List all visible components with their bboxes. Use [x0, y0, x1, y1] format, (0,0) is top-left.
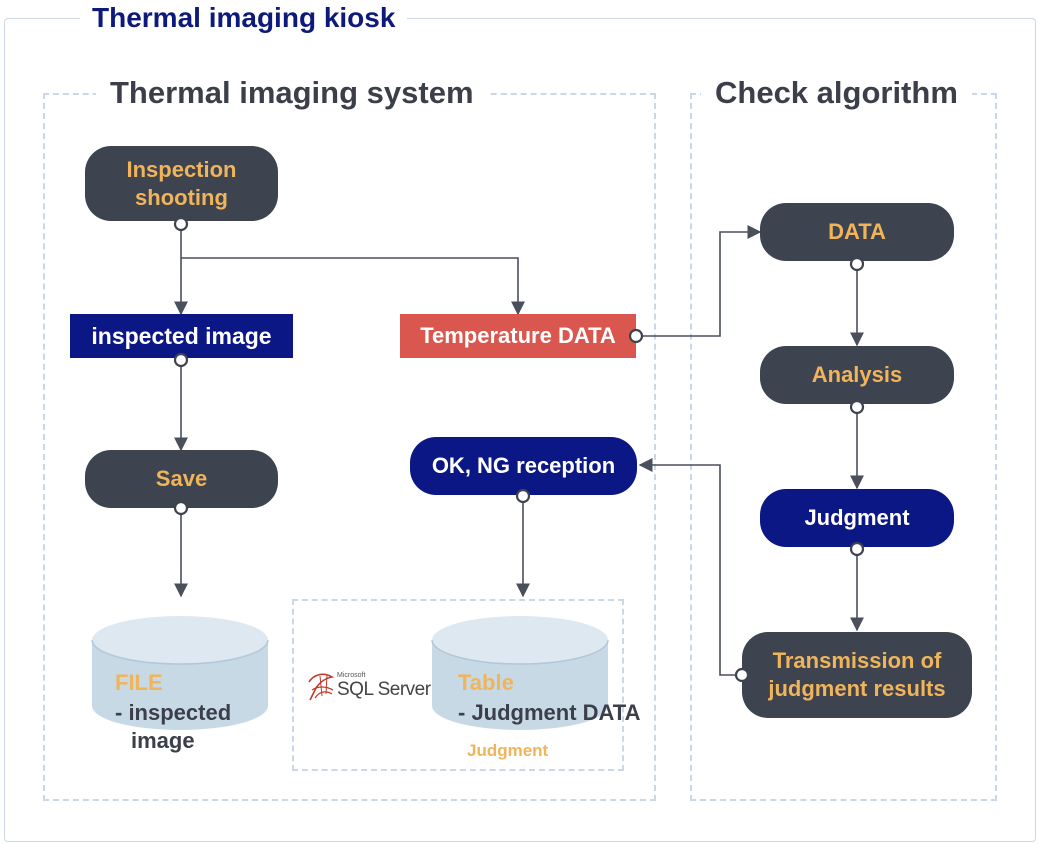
table-database-cylinder	[431, 616, 609, 730]
port-ok-ng-reception	[515, 488, 531, 504]
arrow-temperature-to-data	[636, 225, 762, 337]
node-inspected-image: inspected image	[70, 314, 293, 358]
file-db-line1: - inspected	[115, 700, 232, 725]
file-db-line2: image	[131, 728, 195, 753]
arrow-transmission-to-reception	[638, 458, 742, 676]
node-data: DATA	[760, 203, 954, 261]
port-judgment	[849, 541, 865, 557]
node-save: Save	[85, 450, 278, 508]
sql-server-icon	[308, 673, 335, 701]
section-title-check-algorithm: Check algorithm	[701, 74, 972, 112]
file-db-title: FILE	[115, 670, 163, 695]
arrow-shooting-to-temperature	[181, 257, 525, 316]
node-analysis: Analysis	[760, 346, 954, 404]
node-transmission-of-judgment-results: Transmission of judgment results	[742, 632, 972, 718]
node-temperature-data: Temperature DATA	[400, 314, 636, 358]
port-save	[173, 500, 189, 516]
section-title-thermal-imaging-system: Thermal imaging system	[96, 74, 488, 112]
file-database-cylinder	[91, 616, 269, 730]
sql-logo-brand: Microsoft	[337, 671, 366, 679]
node-ok-ng-reception: OK, NG reception	[410, 437, 637, 495]
table-db-title: Table	[458, 670, 514, 695]
sql-server-logo: Microsoft SQL Server	[306, 668, 431, 702]
port-inspected-image	[173, 352, 189, 368]
table-db-sub: Judgment	[467, 741, 549, 760]
port-analysis	[849, 399, 865, 415]
port-transmission	[734, 667, 750, 683]
node-judgment: Judgment	[760, 489, 954, 547]
table-db-line1: - Judgment DATA	[458, 700, 641, 725]
port-data	[849, 256, 865, 272]
sql-server-box	[292, 599, 624, 771]
port-temperature-data	[628, 328, 644, 344]
port-inspection-shooting	[173, 216, 189, 232]
sql-logo-product: SQL Server	[337, 678, 431, 700]
node-inspection-shooting: Inspection shooting	[85, 146, 278, 221]
diagram-title: Thermal imaging kiosk	[80, 0, 408, 36]
kiosk-frame	[4, 18, 1036, 842]
